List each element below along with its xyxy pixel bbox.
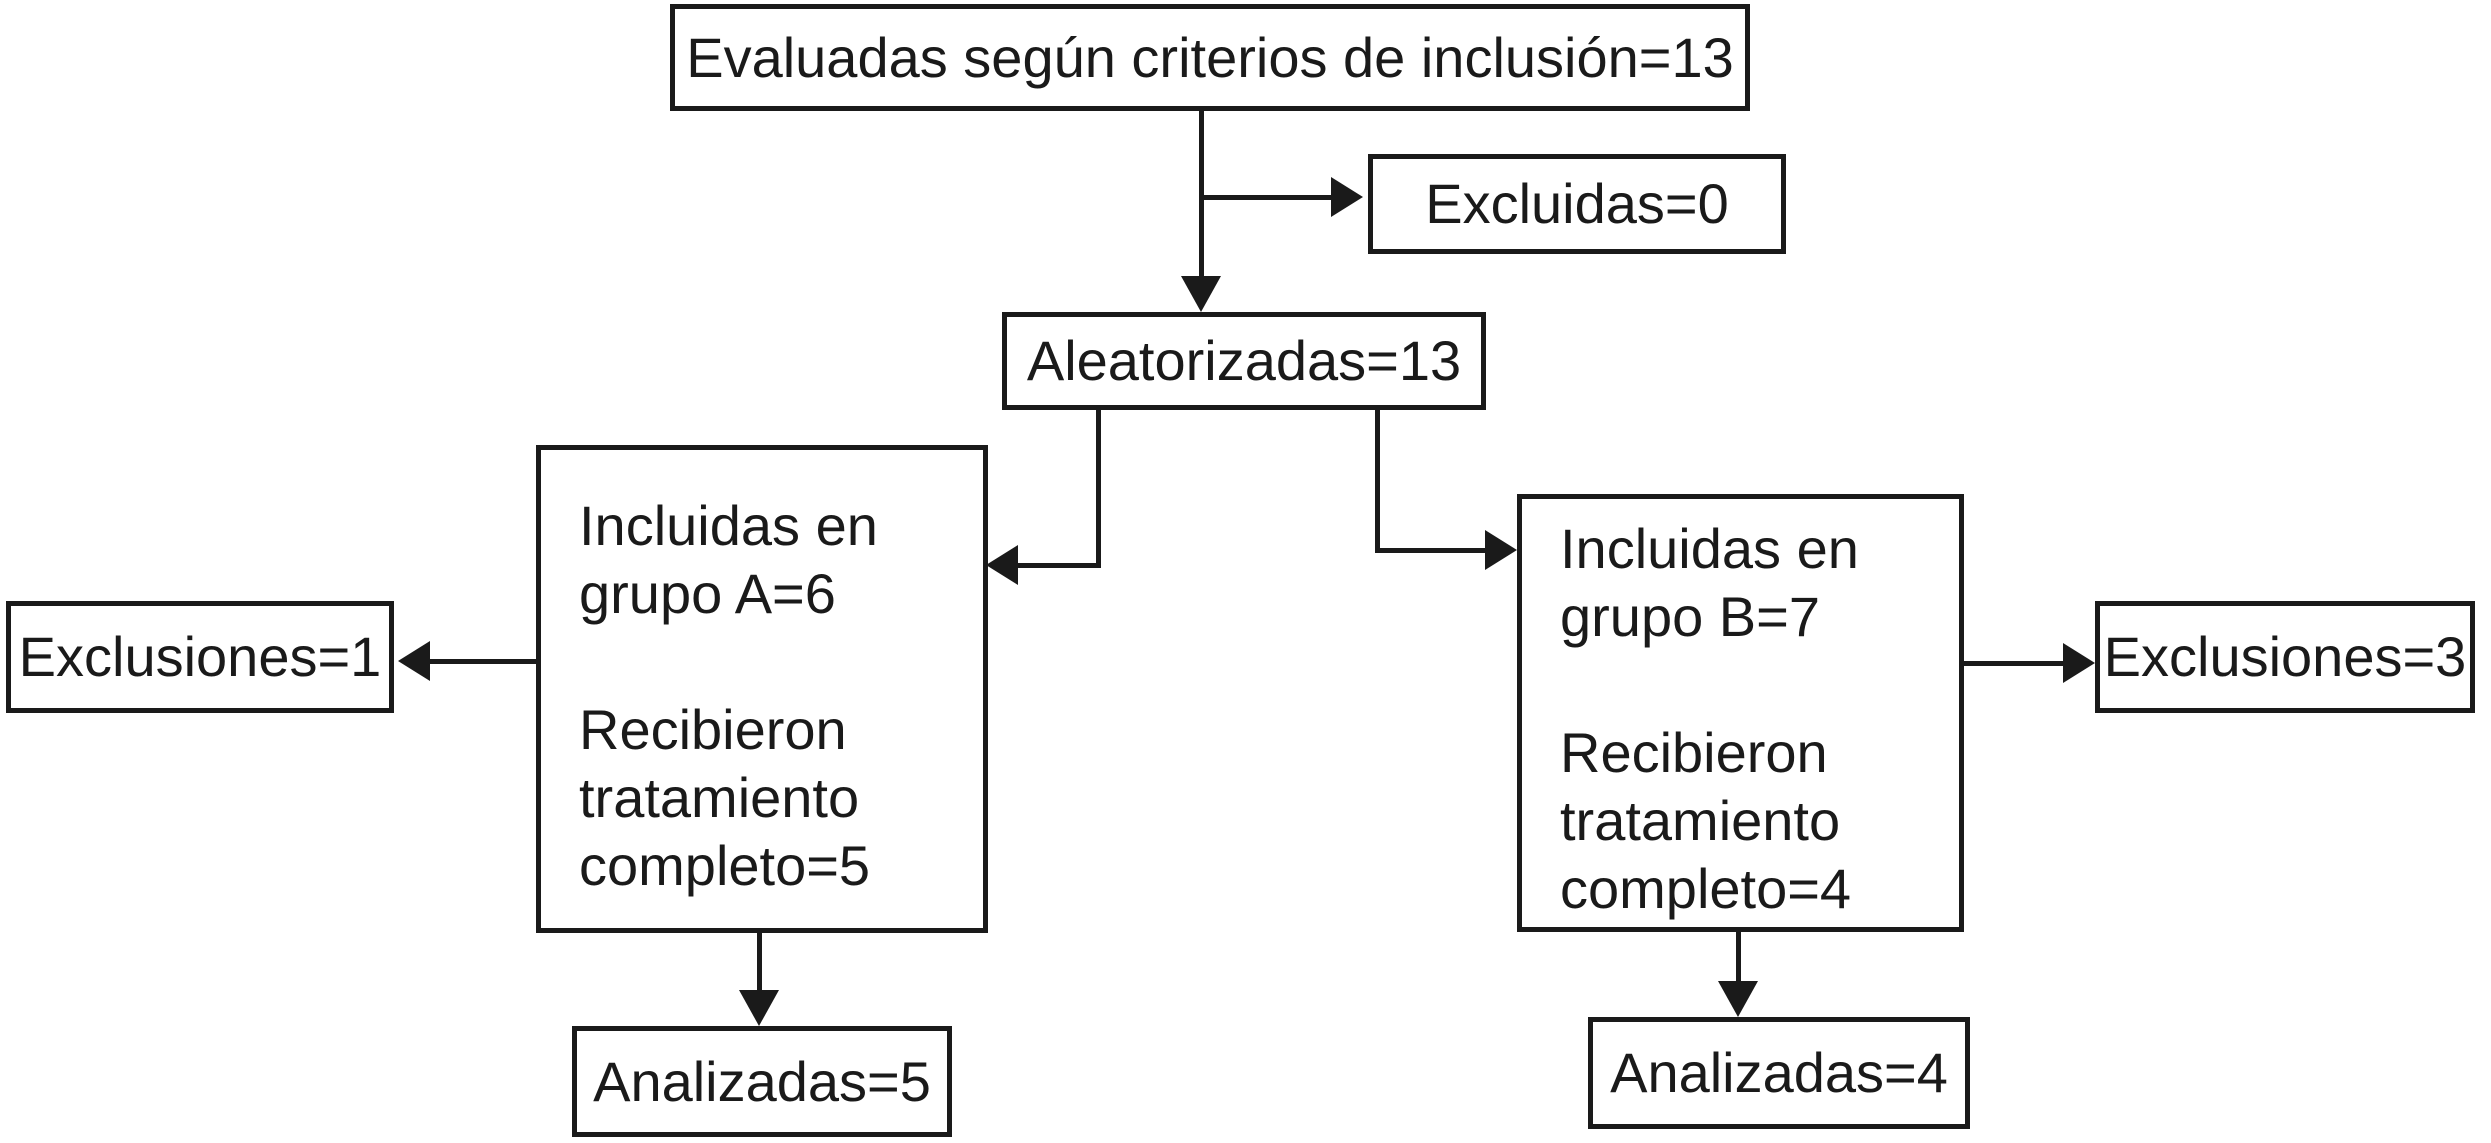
arrowhead-right-excluidas-icon [1331, 177, 1363, 217]
grupo-b-line-4: Recibieron [1560, 721, 1828, 784]
node-excluidas: Excluidas=0 [1368, 154, 1786, 254]
connector-aleatorizadas-down-left [1096, 408, 1101, 568]
connector-grupo-a-to-analizadas [757, 931, 762, 993]
node-exclusiones-grupo-a-label: Exclusiones=1 [18, 625, 382, 689]
node-excluidas-label: Excluidas=0 [1425, 172, 1729, 236]
arrowhead-left-exclusiones-a-icon [398, 641, 430, 681]
connector-into-grupo-a [1012, 563, 1101, 568]
arrowhead-down-aleatorizadas-icon [1181, 276, 1221, 312]
connector-grupo-a-to-exclusiones [424, 659, 536, 664]
grupo-b-line-3 [1560, 651, 1949, 719]
arrowhead-right-exclusiones-b-icon [2063, 643, 2095, 683]
arrowhead-left-grupo-a-icon [986, 545, 1018, 585]
node-aleatorizadas-label: Aleatorizadas=13 [1026, 329, 1462, 393]
node-evaluadas-label: Evaluadas según criterios de inclusión=1… [686, 25, 1734, 89]
grupo-b-line-2: grupo B=7 [1560, 585, 1820, 648]
connector-grupo-b-to-analizadas [1736, 930, 1741, 984]
connector-into-grupo-b [1375, 548, 1490, 553]
arrowhead-down-analizadas-a-icon [739, 990, 779, 1026]
node-grupo-a: Incluidas en grupo A=6 Recibieron tratam… [536, 445, 988, 933]
node-evaluadas: Evaluadas según criterios de inclusión=1… [670, 4, 1750, 111]
node-aleatorizadas: Aleatorizadas=13 [1002, 312, 1486, 410]
node-grupo-b: Incluidas en grupo B=7 Recibieron tratam… [1517, 494, 1964, 932]
node-exclusiones-grupo-b-label: Exclusiones=3 [2103, 625, 2467, 689]
grupo-b-line-1: Incluidas en [1560, 517, 1859, 580]
grupo-b-line-6: completo=4 [1560, 857, 1852, 920]
node-exclusiones-grupo-a: Exclusiones=1 [6, 601, 394, 713]
grupo-a-line-1: Incluidas en [579, 494, 878, 557]
connector-grupo-b-to-exclusiones [1964, 661, 2066, 666]
grupo-b-line-5: tratamiento [1560, 789, 1841, 852]
grupo-a-line-6: completo=5 [579, 834, 871, 897]
node-analizadas-grupo-a-label: Analizadas=5 [593, 1049, 931, 1113]
connector-branch-to-excluidas [1199, 195, 1334, 200]
grupo-a-line-2: grupo A=6 [579, 562, 836, 625]
node-analizadas-grupo-a: Analizadas=5 [572, 1026, 952, 1137]
node-exclusiones-grupo-b: Exclusiones=3 [2095, 601, 2475, 713]
grupo-a-line-3 [579, 628, 973, 696]
node-analizadas-grupo-b-label: Analizadas=4 [1610, 1041, 1948, 1105]
connector-aleatorizadas-down-right [1375, 408, 1380, 553]
grupo-a-line-5: tratamiento [579, 766, 860, 829]
arrowhead-down-analizadas-b-icon [1718, 981, 1758, 1017]
node-analizadas-grupo-b: Analizadas=4 [1588, 1017, 1970, 1129]
grupo-a-line-4: Recibieron [579, 698, 847, 761]
arrowhead-right-grupo-b-icon [1485, 530, 1517, 570]
